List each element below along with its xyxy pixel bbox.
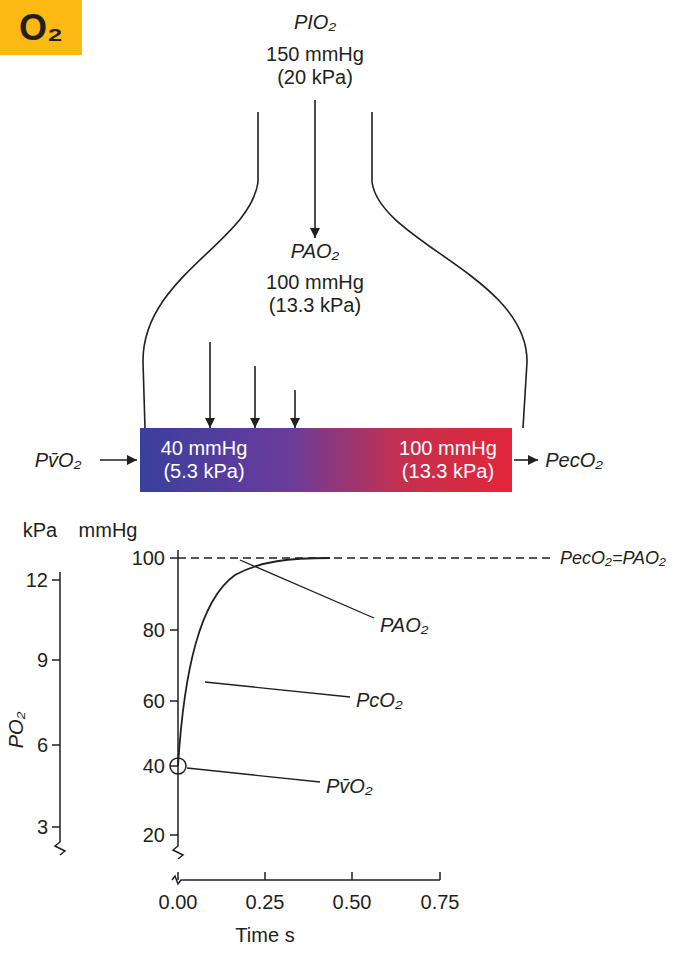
pressure-symbol: PecO₂: [545, 449, 603, 472]
curve-label: Pv̄O₂: [326, 775, 373, 798]
tick-label: 80: [143, 619, 165, 642]
tick-label: 9: [37, 649, 48, 672]
pressure-value: 150 mmHg (20 kPa): [261, 43, 369, 89]
alveolus-outline: [143, 112, 527, 428]
capillary-band: 40 mmHg (5.3 kPa) 100 mmHg (13.3 kPa): [140, 428, 512, 492]
alveolus-shape: PAO₂ 100 mmHg (13.3 kPa): [140, 112, 530, 428]
tick-label: 12: [26, 569, 48, 592]
mmhg-axis: [170, 550, 183, 859]
element-label: O₂: [19, 7, 63, 48]
curve-label: PAO₂: [380, 614, 428, 637]
time-axis: [172, 872, 440, 884]
alveolar-level-line: [178, 557, 552, 559]
pressure-value: 40 mmHg (5.3 kPa): [150, 437, 258, 483]
pressure-symbol: Pv̄O₂: [35, 449, 82, 472]
axis-unit: mmHg: [79, 519, 138, 542]
flow-arrow: [100, 459, 137, 461]
tick-label: 6: [37, 734, 48, 757]
tick-label: 0.25: [246, 891, 285, 914]
tick-label: 40: [143, 755, 165, 778]
pressure-symbol: PIO₂: [294, 11, 336, 34]
tick-label: 20: [143, 824, 165, 847]
curve-label: PecO₂=PAO₂: [560, 548, 666, 569]
tick-label: 0.00: [159, 891, 198, 914]
axis-unit: kPa: [23, 519, 57, 542]
tick-label: 60: [143, 690, 165, 713]
pressure-symbol: PAO₂: [291, 240, 339, 263]
tick-label: 0.75: [421, 891, 460, 914]
diffusion-arrow: [294, 390, 296, 428]
tick-label: 100: [132, 547, 165, 570]
pressure-value: 100 mmHg (13.3 kPa): [261, 271, 369, 317]
diffusion-arrow: [254, 366, 256, 428]
pressure-value: 100 mmHg (13.3 kPa): [394, 437, 502, 483]
flow-arrow: [314, 100, 316, 238]
alveolus-outline: [140, 112, 530, 428]
title-tag: O₂: [0, 0, 82, 55]
axis-title: Time s: [235, 924, 294, 947]
tick-label: 3: [37, 816, 48, 839]
diffusion-arrow: [209, 342, 211, 428]
kpa-axis: [52, 572, 65, 855]
curve-label: PcO₂: [356, 689, 403, 712]
axis-title: PO₂: [5, 712, 28, 749]
flow-arrow: [514, 459, 538, 461]
leader-lines: [187, 560, 374, 782]
start-marker: [170, 758, 186, 774]
tick-label: 0.50: [333, 891, 372, 914]
